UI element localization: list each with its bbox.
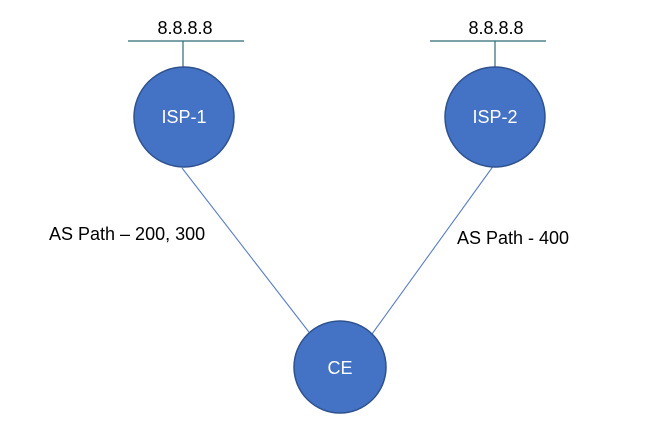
node-ce-circle	[293, 320, 387, 414]
node-isp1-circle	[133, 66, 235, 168]
node-isp1-label: ISP-1	[161, 107, 206, 127]
isp2-prefix-label: 8.8.8.8	[468, 18, 523, 38]
link-isp2-ce-label: AS Path - 400	[457, 228, 569, 248]
node-isp2-label: ISP-2	[472, 107, 517, 127]
link-isp1-ce	[181, 167, 313, 337]
node-isp2-circle	[444, 66, 546, 168]
node-isp2: ISP-2	[444, 66, 546, 168]
link-isp2-ce	[371, 164, 495, 335]
link-isp1-ce-label: AS Path – 200, 300	[49, 224, 205, 244]
isp1-prefix-label: 8.8.8.8	[157, 18, 212, 38]
node-ce-label: CE	[327, 358, 352, 378]
node-isp1: ISP-1	[133, 66, 235, 168]
node-ce: CE	[293, 320, 387, 414]
isp2-prefix: 8.8.8.8	[430, 18, 546, 69]
isp1-prefix: 8.8.8.8	[128, 18, 244, 69]
